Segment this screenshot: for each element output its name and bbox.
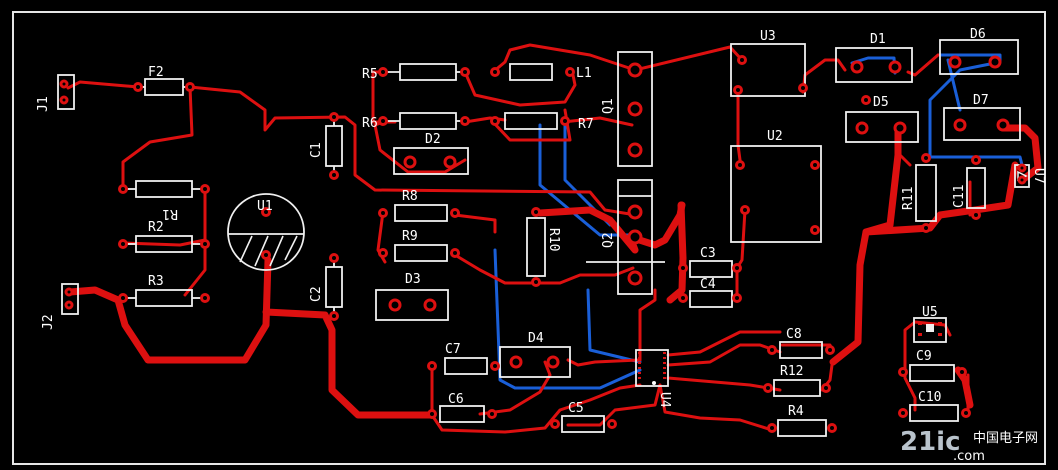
C9-outline bbox=[909, 364, 955, 382]
U5-body-mark bbox=[926, 324, 934, 332]
label-C11: C11 bbox=[952, 185, 967, 208]
label-D3: D3 bbox=[405, 272, 421, 287]
label-Q1: Q1 bbox=[601, 98, 616, 114]
C11-outline bbox=[966, 167, 986, 209]
board-outline bbox=[12, 11, 1046, 465]
label-U7: U7 bbox=[1031, 168, 1046, 184]
D5-outline bbox=[845, 111, 919, 143]
label-U3: U3 bbox=[760, 29, 776, 44]
label-C8: C8 bbox=[786, 327, 802, 342]
J1-outline bbox=[57, 74, 75, 110]
label-D7: D7 bbox=[973, 93, 989, 108]
label-D1: D1 bbox=[870, 32, 886, 47]
label-C5: C5 bbox=[568, 401, 584, 416]
U4-outline bbox=[635, 349, 669, 387]
R11-outline bbox=[915, 164, 937, 222]
label-C6: C6 bbox=[448, 392, 464, 407]
label-D5: D5 bbox=[873, 95, 889, 110]
Q2-outline bbox=[617, 179, 653, 295]
label-L1: L1 bbox=[576, 66, 592, 81]
label-C10: C10 bbox=[918, 390, 941, 405]
R10-outline bbox=[526, 217, 546, 277]
label-C7: C7 bbox=[445, 342, 461, 357]
label-R4: R4 bbox=[788, 404, 804, 419]
R12-outline bbox=[773, 379, 821, 397]
label-R5: R5 bbox=[362, 67, 378, 82]
R8-outline bbox=[394, 204, 448, 222]
label-R1: R1 bbox=[162, 206, 178, 221]
C4-outline bbox=[689, 290, 733, 308]
C7-outline bbox=[444, 357, 488, 375]
D4-outline bbox=[499, 346, 571, 378]
watermark-cn: 中国电子网 bbox=[973, 431, 1038, 446]
label-Q2: Q2 bbox=[601, 232, 616, 248]
designator-labels: J1 J2 F2 R1 R2 R3 U1 C1 C2 R5 R6 D2 R8 R… bbox=[36, 27, 1046, 419]
label-R10: R10 bbox=[546, 228, 561, 251]
label-C3: C3 bbox=[700, 246, 716, 261]
watermark-suffix: .com bbox=[953, 449, 985, 464]
label-J1: J1 bbox=[36, 96, 51, 112]
label-D6: D6 bbox=[970, 27, 986, 42]
U3-outline bbox=[730, 43, 806, 97]
U1-hatch bbox=[239, 235, 298, 267]
D3-outline bbox=[375, 289, 449, 321]
L1-outline bbox=[509, 63, 553, 81]
C5-outline bbox=[561, 415, 605, 433]
label-C9: C9 bbox=[916, 349, 932, 364]
label-C2: C2 bbox=[309, 286, 324, 302]
label-U4: U4 bbox=[657, 392, 672, 408]
Q1-outline bbox=[617, 51, 653, 167]
U4-pins bbox=[638, 352, 666, 379]
label-R9: R9 bbox=[402, 229, 418, 244]
C10-outline bbox=[909, 404, 959, 422]
label-R2: R2 bbox=[148, 220, 164, 235]
label-U1: U1 bbox=[257, 199, 273, 214]
watermark-logo: 21ic bbox=[900, 427, 961, 457]
label-R3: R3 bbox=[148, 274, 164, 289]
watermark: 21ic .com 中国电子网 bbox=[900, 427, 1038, 464]
J2-outline bbox=[61, 283, 79, 315]
U5-outline bbox=[913, 317, 947, 343]
R4-outline bbox=[777, 419, 827, 437]
U1-outline bbox=[227, 193, 305, 271]
label-J2: J2 bbox=[41, 314, 56, 330]
label-U2: U2 bbox=[767, 129, 783, 144]
D7-outline bbox=[943, 107, 1021, 141]
label-D4: D4 bbox=[528, 331, 544, 346]
label-F2: F2 bbox=[148, 65, 164, 80]
label-R8: R8 bbox=[402, 189, 418, 204]
label-R7: R7 bbox=[578, 117, 594, 132]
C8-outline bbox=[779, 341, 823, 359]
label-C1: C1 bbox=[309, 142, 324, 158]
R7-outline bbox=[504, 112, 558, 130]
power-traces bbox=[66, 124, 1042, 419]
pads bbox=[59, 55, 1027, 433]
label-U5: U5 bbox=[922, 305, 938, 320]
label-C4: C4 bbox=[700, 277, 716, 292]
D1-outline bbox=[835, 47, 913, 83]
D6-outline bbox=[939, 39, 1019, 75]
D2-outline bbox=[393, 147, 469, 175]
C6-outline bbox=[439, 405, 485, 423]
label-D2: D2 bbox=[425, 132, 441, 147]
C3-outline bbox=[689, 260, 733, 278]
U4-pin1-mark bbox=[652, 381, 656, 385]
label-R12: R12 bbox=[780, 364, 803, 379]
U2-outline bbox=[730, 145, 822, 243]
R9-outline bbox=[394, 244, 448, 262]
U5-pins bbox=[918, 322, 942, 336]
label-R6: R6 bbox=[362, 116, 378, 131]
label-R11: R11 bbox=[901, 187, 916, 210]
